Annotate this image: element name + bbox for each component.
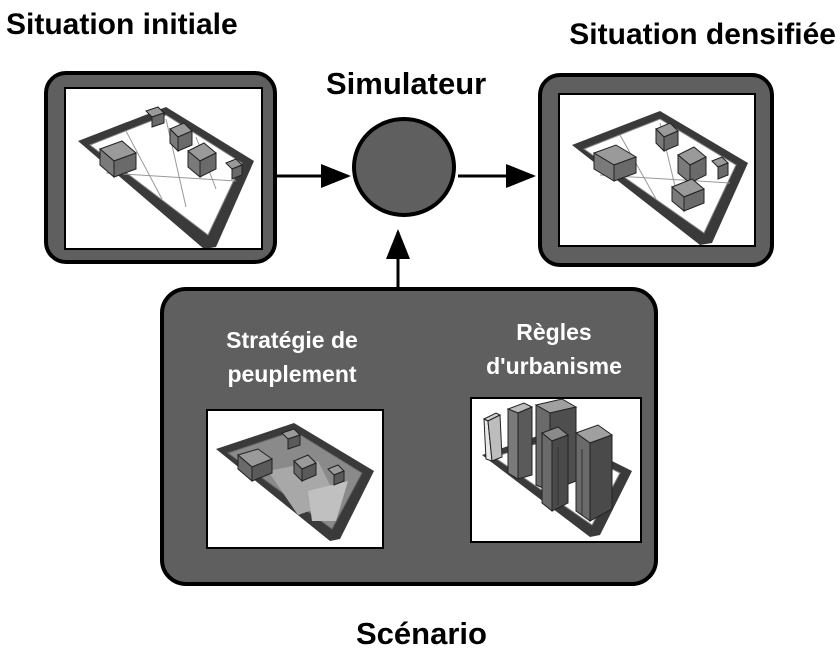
densified-situation-frame	[538, 73, 774, 267]
scenario-title: Scénario	[356, 616, 487, 651]
urban-rules-line2: d'urbanisme	[486, 353, 622, 379]
population-strategy-illustration	[206, 409, 384, 549]
initial-parcel-illustration	[64, 87, 263, 250]
initial-parcel-svg	[78, 106, 254, 248]
urban-rules-illustration	[470, 397, 642, 543]
initial-situation-title: Situation initiale	[6, 8, 238, 41]
simulator-title: Simulateur	[326, 66, 487, 101]
densified-parcel-illustration	[558, 93, 756, 247]
population-strategy-line1: Stratégie de	[226, 327, 358, 353]
densified-parcel-svg	[572, 111, 748, 245]
urban-rules-label: Règles d'urbanisme	[464, 315, 644, 383]
densified-situation-title: Situation densifiée	[569, 18, 836, 51]
initial-situation-frame	[44, 71, 277, 264]
population-strategy-line2: peuplement	[227, 361, 357, 387]
urban-rules-svg	[482, 399, 632, 537]
simulator-circle	[352, 117, 456, 217]
population-strategy-label: Stratégie de peuplement	[202, 323, 382, 391]
scenario-box: Stratégie de peuplement Règles d'urbanis…	[160, 287, 658, 586]
population-strategy-svg	[216, 423, 374, 541]
urban-rules-line1: Règles	[516, 319, 592, 345]
